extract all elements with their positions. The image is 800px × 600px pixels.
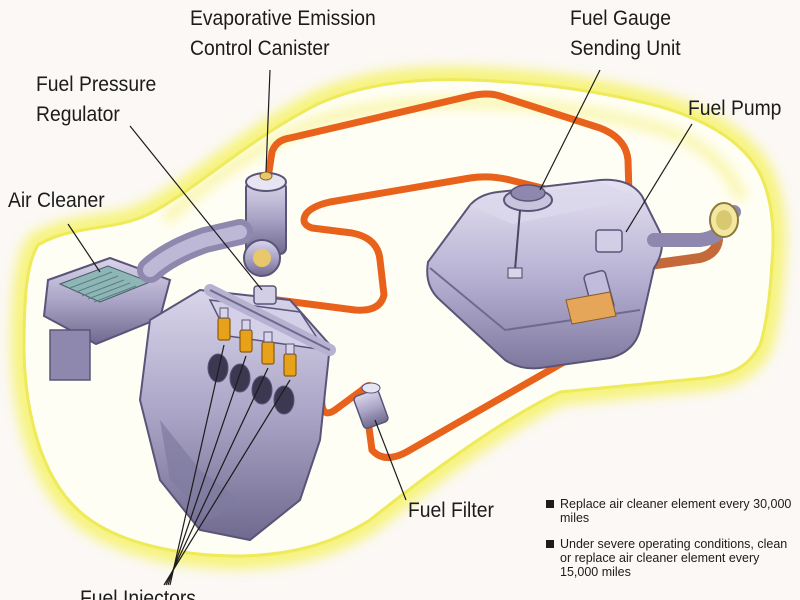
note-text: Under severe operating conditions, clean…: [560, 537, 788, 579]
note-text: Replace air cleaner element every 30,000…: [560, 497, 792, 525]
label-fuel-injectors: Fuel Injectors: [80, 584, 196, 600]
label-fuel-pressure: Fuel Pressure Regulator: [36, 70, 156, 130]
note-item: Replace air cleaner element every 30,000…: [546, 497, 796, 525]
label-fuel-pump: Fuel Pump: [688, 94, 781, 124]
label-fuel-pressure-line-1: Fuel Pressure: [36, 73, 157, 96]
note-item: Under severe operating conditions, clean…: [546, 537, 796, 579]
air-cleaner: [42, 219, 253, 381]
label-fuel-gauge: Fuel Gauge Sending Unit: [570, 4, 681, 64]
engine: [138, 239, 336, 542]
label-fuel-gauge-line-2: Sending Unit: [570, 37, 681, 60]
label-fuel-pump-text: Fuel Pump: [688, 97, 782, 120]
label-evap-line-2: Control Canister: [190, 37, 330, 60]
label-fuel-gauge-line-1: Fuel Gauge: [570, 7, 671, 30]
bullet-square-icon: [546, 540, 554, 548]
maintenance-notes: Replace air cleaner element every 30,000…: [546, 497, 796, 591]
fuel-filter: [353, 382, 389, 430]
label-fuel-filter-text: Fuel Filter: [408, 499, 494, 522]
fuel-injectors: [217, 307, 297, 377]
bullet-square-icon: [546, 500, 554, 508]
label-fuel-injectors-text: Fuel Injectors: [80, 587, 196, 600]
filler-line: [637, 235, 723, 271]
label-air-cleaner-text: Air Cleaner: [8, 189, 105, 212]
label-evap-line-1: Evaporative Emission: [190, 7, 376, 30]
vapor-line: [264, 90, 634, 232]
fuel-tank: [426, 178, 741, 370]
label-evap-canister: Evaporative Emission Control Canister: [190, 4, 376, 64]
label-air-cleaner: Air Cleaner: [8, 186, 105, 216]
label-fuel-filter: Fuel Filter: [408, 496, 494, 526]
evap-canister: [245, 171, 287, 255]
leader-lines: [67, 69, 693, 586]
label-fuel-pressure-line-2: Regulator: [36, 103, 120, 126]
